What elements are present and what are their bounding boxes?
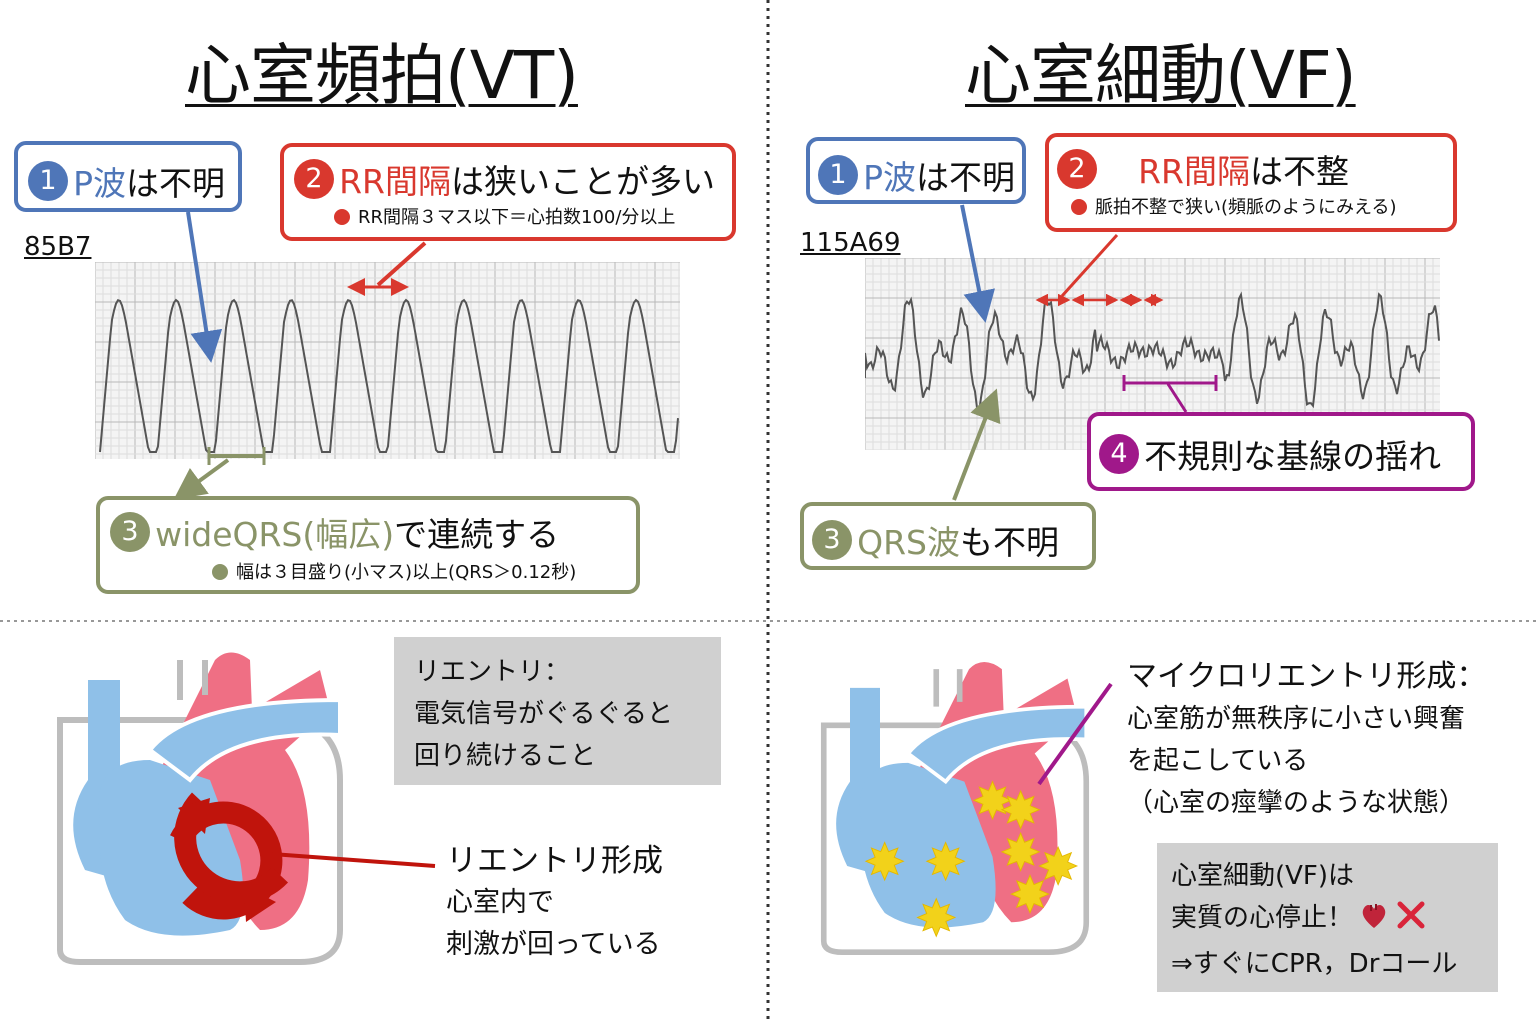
reentry-label-line2: 心室内で	[446, 887, 554, 918]
vf-point2-text: は不整	[1249, 152, 1349, 191]
vt-point2-text: は狭いことが多い	[450, 162, 715, 201]
vf-point1-text: は不明	[916, 158, 1015, 197]
vf-mechanism-line3: を起こしている	[1127, 746, 1309, 776]
vf-waveform	[865, 291, 1440, 414]
vt-point2-box: 2 RR間隔は狭いことが多い RR間隔３マス以下＝心拍数100/分以上	[280, 143, 736, 241]
vf-point3-box: 3 QRS波も不明	[800, 502, 1096, 570]
reentry-label-line3: 刺激が回っている	[446, 929, 661, 960]
vf-case-id: 115A69	[800, 228, 901, 258]
vt-ecg-strip	[95, 262, 680, 459]
vt-point3-sub: 幅は３目盛り(小マス)以上(QRS＞0.12秒)	[236, 562, 577, 583]
vf-note-line2: 実質の心停止！	[1171, 903, 1354, 933]
vt-point2-number: 2	[294, 159, 334, 199]
vf-mechanism-line2: 心室筋が無秩序に小さい興奮	[1127, 704, 1466, 734]
spark-icon	[864, 841, 905, 882]
vf-point1-colored: P波	[863, 158, 916, 197]
vf-point2-number: 2	[1057, 149, 1097, 189]
spark-icon	[1010, 874, 1050, 915]
reentry-note-line3: 回り続けること	[414, 741, 597, 771]
vf-point3-text: も不明	[959, 523, 1059, 562]
spark-icon	[916, 897, 957, 938]
vt-point2-sub: RR間隔３マス以下＝心拍数100/分以上	[358, 207, 676, 228]
reentry-note-line2: 電気信号がぐるぐると	[414, 699, 673, 729]
vt-point3-text: で連続する	[394, 515, 560, 554]
vf-point4-text: 不規則な基線の揺れ	[1144, 437, 1442, 476]
vt-point3-colored: wideQRS(幅広)	[155, 515, 395, 554]
reentry-definition-note: リエントリ： 電気信号がぐるぐると 回り続けること	[394, 637, 721, 785]
heart-icon	[1361, 901, 1387, 943]
heart-vf-illustration	[820, 662, 1090, 955]
micro-reentry-pointer	[1037, 682, 1113, 786]
vt-point2-colored: RR間隔	[339, 162, 451, 201]
vf-point3-number: 3	[812, 520, 852, 560]
spark-icon	[1038, 845, 1079, 886]
vf-title: 心室細動(VF)	[965, 37, 1357, 114]
reentry-label: リエントリ形成 心室内で 刺激が回っている	[446, 840, 663, 966]
vf-note-line1: 心室細動(VF)は	[1171, 861, 1355, 891]
vt-point1-number: 1	[28, 161, 68, 201]
reentry-pointer	[271, 852, 436, 868]
heart-reentry-illustration	[57, 652, 343, 965]
vt-point1-text: は不明	[126, 164, 225, 203]
vt-case-id: 85B7	[24, 232, 92, 262]
vf-point2-sub: 脈拍不整で狭い(頻脈のようにみえる)	[1095, 197, 1397, 218]
vf-note-line3: ⇒すぐにCPR，Drコール	[1171, 949, 1458, 979]
vf-cardiac-arrest-note: 心室細動(VF)は 実質の心停止！ ⇒すぐにCPR，Drコール	[1157, 843, 1498, 992]
vf-mechanism-line4: （心室の痙攣のような状態）	[1127, 788, 1466, 818]
vf-mechanism-label: マイクロリエントリ形成： 心室筋が無秩序に小さい興奮 を起こしている （心室の痙…	[1127, 656, 1486, 824]
spark-icon	[925, 841, 966, 882]
vf-point3-colored: QRS波	[857, 523, 960, 562]
spark-icon	[972, 780, 1013, 821]
spark-icon	[1000, 789, 1041, 830]
vf-point1-box: 1 P波は不明	[806, 137, 1026, 204]
vf-point2-colored: RR間隔	[1138, 152, 1250, 191]
reentry-label-line1: リエントリ形成	[446, 843, 663, 879]
vf-point4-number: 4	[1099, 434, 1139, 474]
vf-mechanism-line1: マイクロリエントリ形成：	[1127, 659, 1487, 694]
spark-icon	[1000, 831, 1041, 872]
vf-point1-number: 1	[818, 155, 858, 195]
cross-mark-icon	[1396, 900, 1426, 943]
reentry-note-line1: リエントリ：	[414, 657, 571, 687]
vt-waveform	[99, 298, 679, 453]
vf-point4-box: 4 不規則な基線の揺れ	[1087, 412, 1475, 491]
vt-point1-colored: P波	[73, 164, 126, 203]
vt-title: 心室頻拍(VT)	[185, 37, 579, 114]
vt-point3-box: 3 wideQRS(幅広)で連続する 幅は３目盛り(小マス)以上(QRS＞0.1…	[96, 496, 640, 594]
vt-point1-box: 1 P波は不明	[14, 141, 242, 212]
vt-point3-number: 3	[110, 512, 150, 552]
vf-point2-box: 2 RR間隔は不整 脈拍不整で狭い(頻脈のようにみえる)	[1045, 133, 1457, 232]
